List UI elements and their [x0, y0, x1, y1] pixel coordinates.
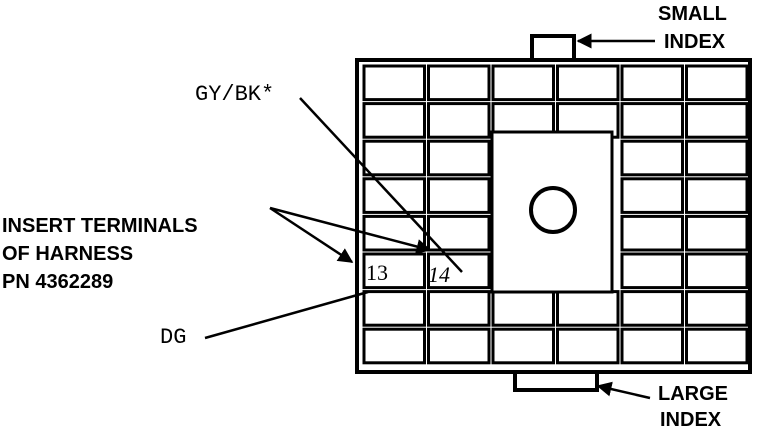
terminal-number-14: 14: [428, 262, 450, 287]
small-index-label-line2: INDEX: [664, 31, 726, 53]
terminal-cavity: [685, 252, 749, 290]
terminal-cavity: [556, 64, 620, 102]
wire-color-gy-bk: GY/BK*: [195, 82, 274, 107]
terminal-cavity: [620, 139, 684, 177]
insert-note-line3: PN 4362289: [2, 271, 113, 293]
terminal-cavity: [685, 139, 749, 177]
terminal-cavity: [620, 102, 684, 139]
terminal-cavity: [427, 214, 491, 252]
terminal-cavity: [620, 214, 684, 252]
terminal-cavity: [427, 102, 491, 139]
terminal-cavity: [491, 64, 555, 102]
small-index-label-line1: SMALL: [658, 3, 727, 25]
terminal-cavity: [620, 177, 684, 214]
terminal-cavity: [362, 252, 426, 290]
gy-bk-leader: [299, 97, 463, 273]
terminal-cavity: [685, 214, 749, 252]
terminal-cavity: [685, 64, 749, 102]
terminal-cavity: [556, 327, 620, 365]
terminal-cavity: [427, 290, 491, 327]
dg-leader: [204, 290, 369, 340]
terminal-cavities: [362, 64, 749, 365]
terminal-cavity: [491, 327, 555, 365]
center-hole-icon: [529, 186, 577, 234]
terminal-cavity: [556, 290, 620, 327]
terminal-cavity: [362, 177, 426, 214]
insert-note-line2: OF HARNESS: [2, 243, 133, 265]
terminal-cavity: [620, 290, 684, 327]
terminal-cavity: [620, 327, 684, 365]
large-index-label-line2: INDEX: [660, 409, 722, 430]
terminal-cavity: [620, 64, 684, 102]
terminal-cavity: [427, 327, 491, 365]
terminal-cavity: [685, 177, 749, 214]
terminal-cavity: [427, 177, 491, 214]
terminal-cavity: [685, 327, 749, 365]
insert-arrow-14: [269, 206, 432, 254]
terminal-cavity: [362, 290, 426, 327]
insert-note-line1: INSERT TERMINALS: [2, 215, 198, 237]
wire-color-dg: DG: [160, 325, 186, 350]
terminal-cavity: [620, 252, 684, 290]
terminal-cavity: [362, 139, 426, 177]
terminal-cavity: [362, 64, 426, 102]
large-index-arrow: [596, 381, 651, 400]
terminal-cavity: [491, 290, 555, 327]
large-index-label-line1: LARGE: [658, 383, 728, 405]
terminal-cavity: [427, 252, 491, 290]
terminal-cavity: [685, 102, 749, 139]
terminal-cavity: [427, 64, 491, 102]
insert-arrow-13: [269, 206, 354, 264]
terminal-number-13: 13: [366, 260, 388, 285]
terminal-cavity: [427, 139, 491, 177]
terminal-cavity: [685, 290, 749, 327]
terminal-cavity: [362, 102, 426, 139]
terminal-cavity: [362, 327, 426, 365]
